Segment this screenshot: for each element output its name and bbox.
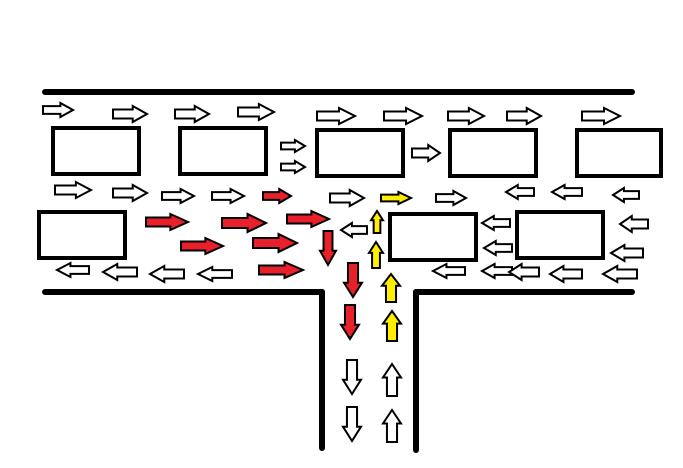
white-arrow-down bbox=[341, 359, 363, 396]
traffic-arrows bbox=[42, 101, 649, 443]
red-arrow-down bbox=[318, 230, 338, 268]
white-arrow-left bbox=[548, 264, 583, 284]
yellow-arrow-up bbox=[369, 209, 385, 234]
white-arrow-left bbox=[549, 183, 583, 201]
red-arrow-right bbox=[221, 212, 269, 234]
white-arrow-right bbox=[316, 106, 358, 126]
white-arrow-left bbox=[339, 221, 368, 239]
road-edges bbox=[42, 89, 635, 453]
white-arrow-right bbox=[280, 159, 307, 175]
white-arrow-left bbox=[611, 186, 640, 204]
red-arrow-down bbox=[339, 304, 361, 341]
white-arrow-right bbox=[112, 183, 150, 203]
white-arrow-right bbox=[161, 187, 197, 205]
white-arrow-right bbox=[447, 106, 487, 126]
white-arrow-right bbox=[506, 106, 544, 126]
red-arrow-right bbox=[286, 209, 332, 229]
block-4 bbox=[448, 128, 538, 178]
red-arrow-right bbox=[262, 187, 293, 205]
yellow-arrow-up bbox=[367, 240, 385, 269]
red-arrow-down bbox=[342, 262, 364, 299]
white-arrow-left bbox=[479, 262, 513, 280]
white-arrow-left bbox=[600, 264, 638, 284]
white-arrow-left bbox=[480, 214, 511, 232]
white-arrow-left bbox=[504, 183, 535, 201]
white-arrow-left bbox=[618, 214, 649, 234]
white-arrow-right bbox=[383, 106, 425, 126]
block-6 bbox=[37, 210, 127, 260]
building-blocks bbox=[37, 126, 663, 262]
white-arrow-right bbox=[329, 188, 367, 208]
white-arrow-right bbox=[435, 189, 469, 207]
block-3 bbox=[315, 128, 405, 178]
red-arrow-right bbox=[145, 212, 191, 232]
white-arrow-left bbox=[507, 262, 540, 282]
yellow-arrow-right bbox=[380, 190, 414, 206]
white-arrow-right bbox=[411, 143, 442, 163]
block-1 bbox=[51, 126, 141, 176]
white-arrow-right bbox=[581, 106, 623, 126]
white-arrow-left bbox=[195, 265, 233, 283]
white-arrow-left bbox=[147, 264, 185, 284]
block-2 bbox=[178, 126, 268, 176]
yellow-arrow-up bbox=[379, 272, 403, 303]
white-arrow-left bbox=[609, 243, 644, 263]
red-arrow-right bbox=[258, 260, 306, 280]
red-arrow-right bbox=[252, 232, 300, 254]
white-arrow-left bbox=[100, 262, 138, 282]
red-arrow-right bbox=[180, 236, 226, 256]
block-7 bbox=[388, 212, 478, 262]
white-arrow-left bbox=[482, 239, 513, 257]
white-arrow-right bbox=[42, 101, 76, 119]
white-arrow-right bbox=[211, 187, 247, 205]
white-arrow-left bbox=[430, 262, 466, 280]
white-arrow-left bbox=[54, 261, 90, 279]
white-arrow-down bbox=[341, 406, 363, 443]
white-arrow-up bbox=[381, 408, 403, 443]
white-arrow-right bbox=[237, 102, 277, 122]
white-arrow-up bbox=[381, 362, 403, 397]
block-5 bbox=[575, 128, 663, 178]
white-arrow-right bbox=[112, 104, 150, 124]
white-arrow-right bbox=[54, 180, 94, 200]
yellow-arrow-up bbox=[381, 309, 403, 342]
white-arrow-right bbox=[174, 104, 212, 124]
white-arrow-right bbox=[280, 138, 307, 154]
block-8 bbox=[515, 210, 605, 260]
